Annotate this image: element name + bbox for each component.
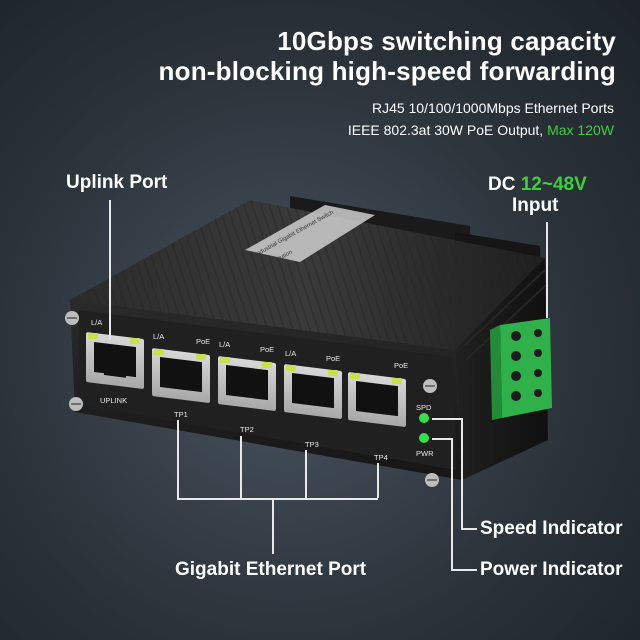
spec-poe: IEEE 802.3at 30W PoE Output, Max 120W xyxy=(348,122,614,138)
tp-port-1 xyxy=(152,348,210,403)
uplink-port xyxy=(86,332,144,389)
headline-line-1: 10Gbps switching capacity xyxy=(277,26,616,56)
tp3-la-label: L/A xyxy=(285,349,297,358)
tp1-label: TP1 xyxy=(174,410,188,419)
pwr-label: PWR xyxy=(416,449,434,458)
dc-input-label-line2: Input xyxy=(512,195,559,216)
tp2-label: TP2 xyxy=(240,425,254,434)
tp-port-2 xyxy=(218,356,276,411)
screw-icons xyxy=(65,311,439,487)
tp1-poe-label: PoE xyxy=(196,337,211,346)
spec-poe-text: IEEE 802.3at 30W PoE Output, xyxy=(347,122,548,138)
uplink-port-label: Uplink Port xyxy=(66,172,168,193)
power-indicator-label: Power Indicator xyxy=(480,559,623,580)
tp4-poe-label: PoE xyxy=(394,361,409,370)
tp3-poe-label: PoE xyxy=(326,354,341,363)
spd-label: SPD xyxy=(416,403,432,412)
port-led-indicators xyxy=(88,333,402,384)
dc-terminal-block xyxy=(490,318,552,420)
tp2-poe-label: PoE xyxy=(260,345,275,354)
dc-prefix: DC xyxy=(488,174,521,195)
tp3-label: TP3 xyxy=(305,440,319,449)
tp-port-3 xyxy=(284,364,342,419)
tp2-la-label: L/A xyxy=(219,340,231,349)
uplink-name-label: UPLINK xyxy=(100,396,128,405)
dc-range: 12~48V xyxy=(520,174,587,195)
power-led xyxy=(419,433,429,443)
speed-led xyxy=(419,413,429,423)
dc-input-label-line1: DC 12~48V xyxy=(488,174,587,196)
uplink-la-label: L/A xyxy=(91,318,103,327)
tp4-label: TP4 xyxy=(374,453,388,462)
spec-poe-max: Max 120W xyxy=(547,122,614,138)
gigabit-port-label: Gigabit Ethernet Port xyxy=(175,559,367,580)
top-label-plate xyxy=(245,205,375,262)
headline-line-2: non-blocking high-speed forwarding xyxy=(158,56,616,86)
speed-indicator-label: Speed Indicator xyxy=(480,518,623,539)
spec-ports: RJ45 10/100/1000Mbps Ethernet Ports xyxy=(371,100,614,116)
tp1-la-label: L/A xyxy=(153,332,165,341)
tp-port-4 xyxy=(348,372,406,427)
